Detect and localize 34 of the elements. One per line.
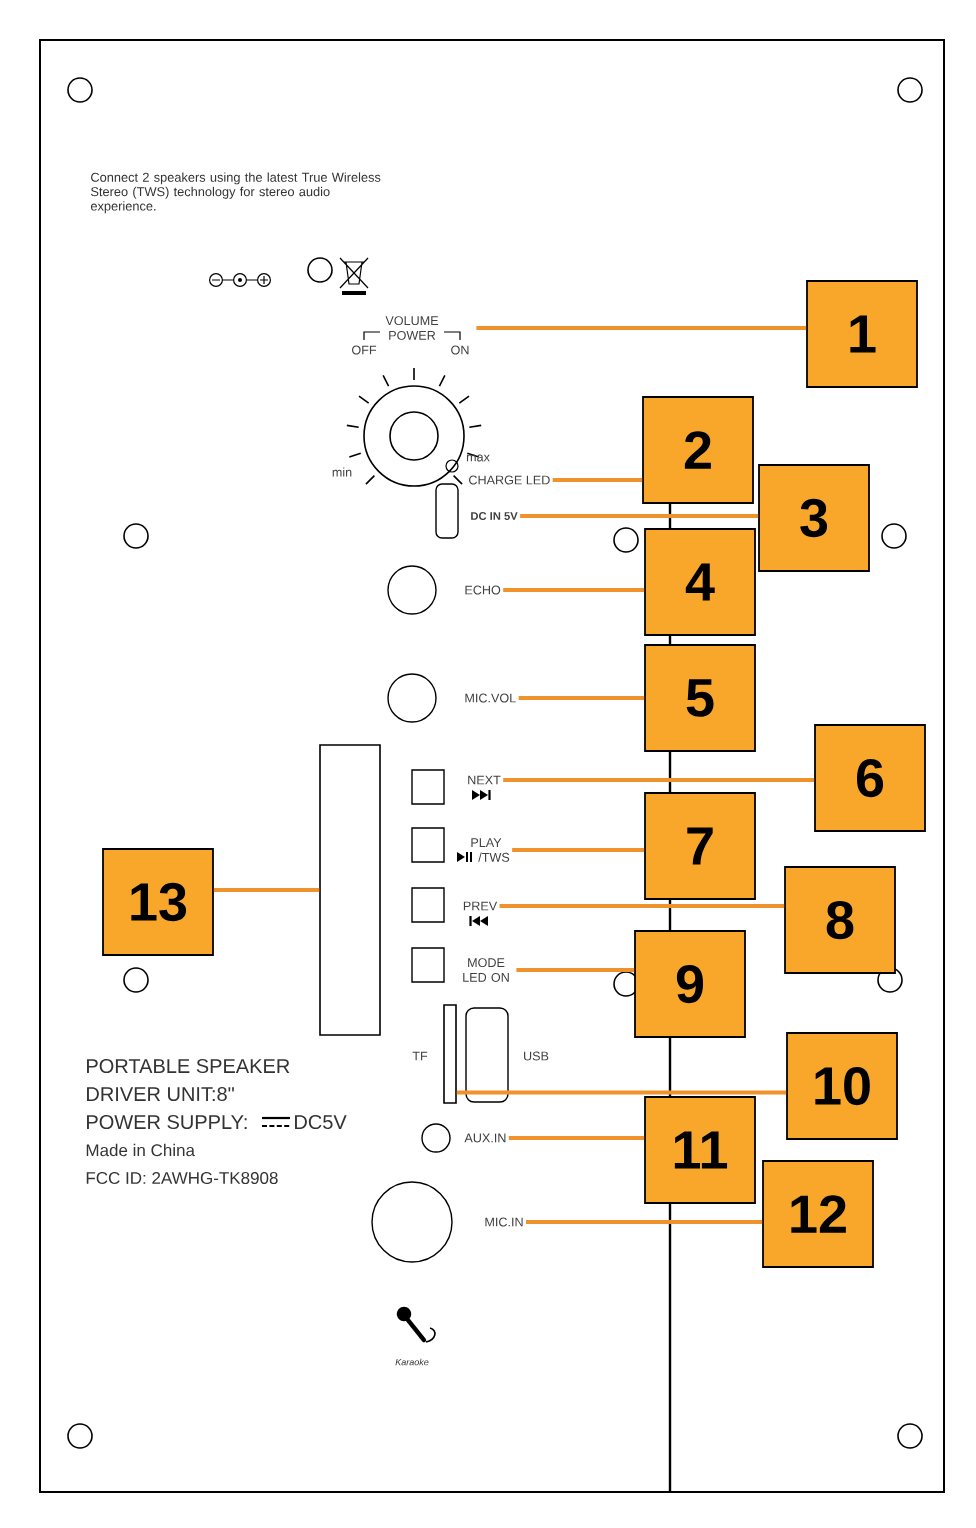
- leader-line: [516, 968, 635, 972]
- spec-text: Made in China: [86, 1143, 195, 1157]
- leader-line: [503, 778, 815, 782]
- card-slot: [319, 744, 381, 1036]
- callout-number: 3: [758, 464, 870, 572]
- spec-text: FCC ID: 2AWHG-TK8908: [86, 1172, 278, 1184]
- spec-text: DC5V: [295, 1114, 347, 1130]
- spec-text: DRIVER UNIT:8": [87, 1086, 234, 1102]
- leader-line: [456, 1090, 787, 1095]
- callout-number: 10: [786, 1032, 898, 1140]
- callout-number: 6: [814, 724, 926, 832]
- callout-number: 4: [644, 528, 756, 636]
- leader-line: [526, 1220, 763, 1224]
- leader-line: [512, 848, 645, 852]
- leader-line: [518, 696, 645, 700]
- leader-line: [503, 588, 645, 592]
- leader-line: [552, 478, 643, 482]
- spec-text: PORTABLE SPEAKER: [87, 1058, 290, 1074]
- tf-card-slot: [443, 1004, 457, 1104]
- leader-line: [213, 888, 320, 892]
- leader-line: [508, 1136, 645, 1140]
- leader-line: [520, 514, 759, 518]
- leader-line: [476, 326, 807, 330]
- spec-text: POWER SUPPLY:: [87, 1114, 247, 1130]
- callout-number: 5: [644, 644, 756, 752]
- callout-number: 9: [634, 930, 746, 1038]
- callout-number: 7: [644, 792, 756, 900]
- callout-number: 12: [762, 1160, 874, 1268]
- callout-number: 1: [806, 280, 918, 388]
- callout-number: 11: [644, 1096, 756, 1204]
- callout-number: 2: [642, 396, 754, 504]
- leader-line: [499, 904, 785, 908]
- callout-number: 8: [784, 866, 896, 974]
- callout-number: 13: [102, 848, 214, 956]
